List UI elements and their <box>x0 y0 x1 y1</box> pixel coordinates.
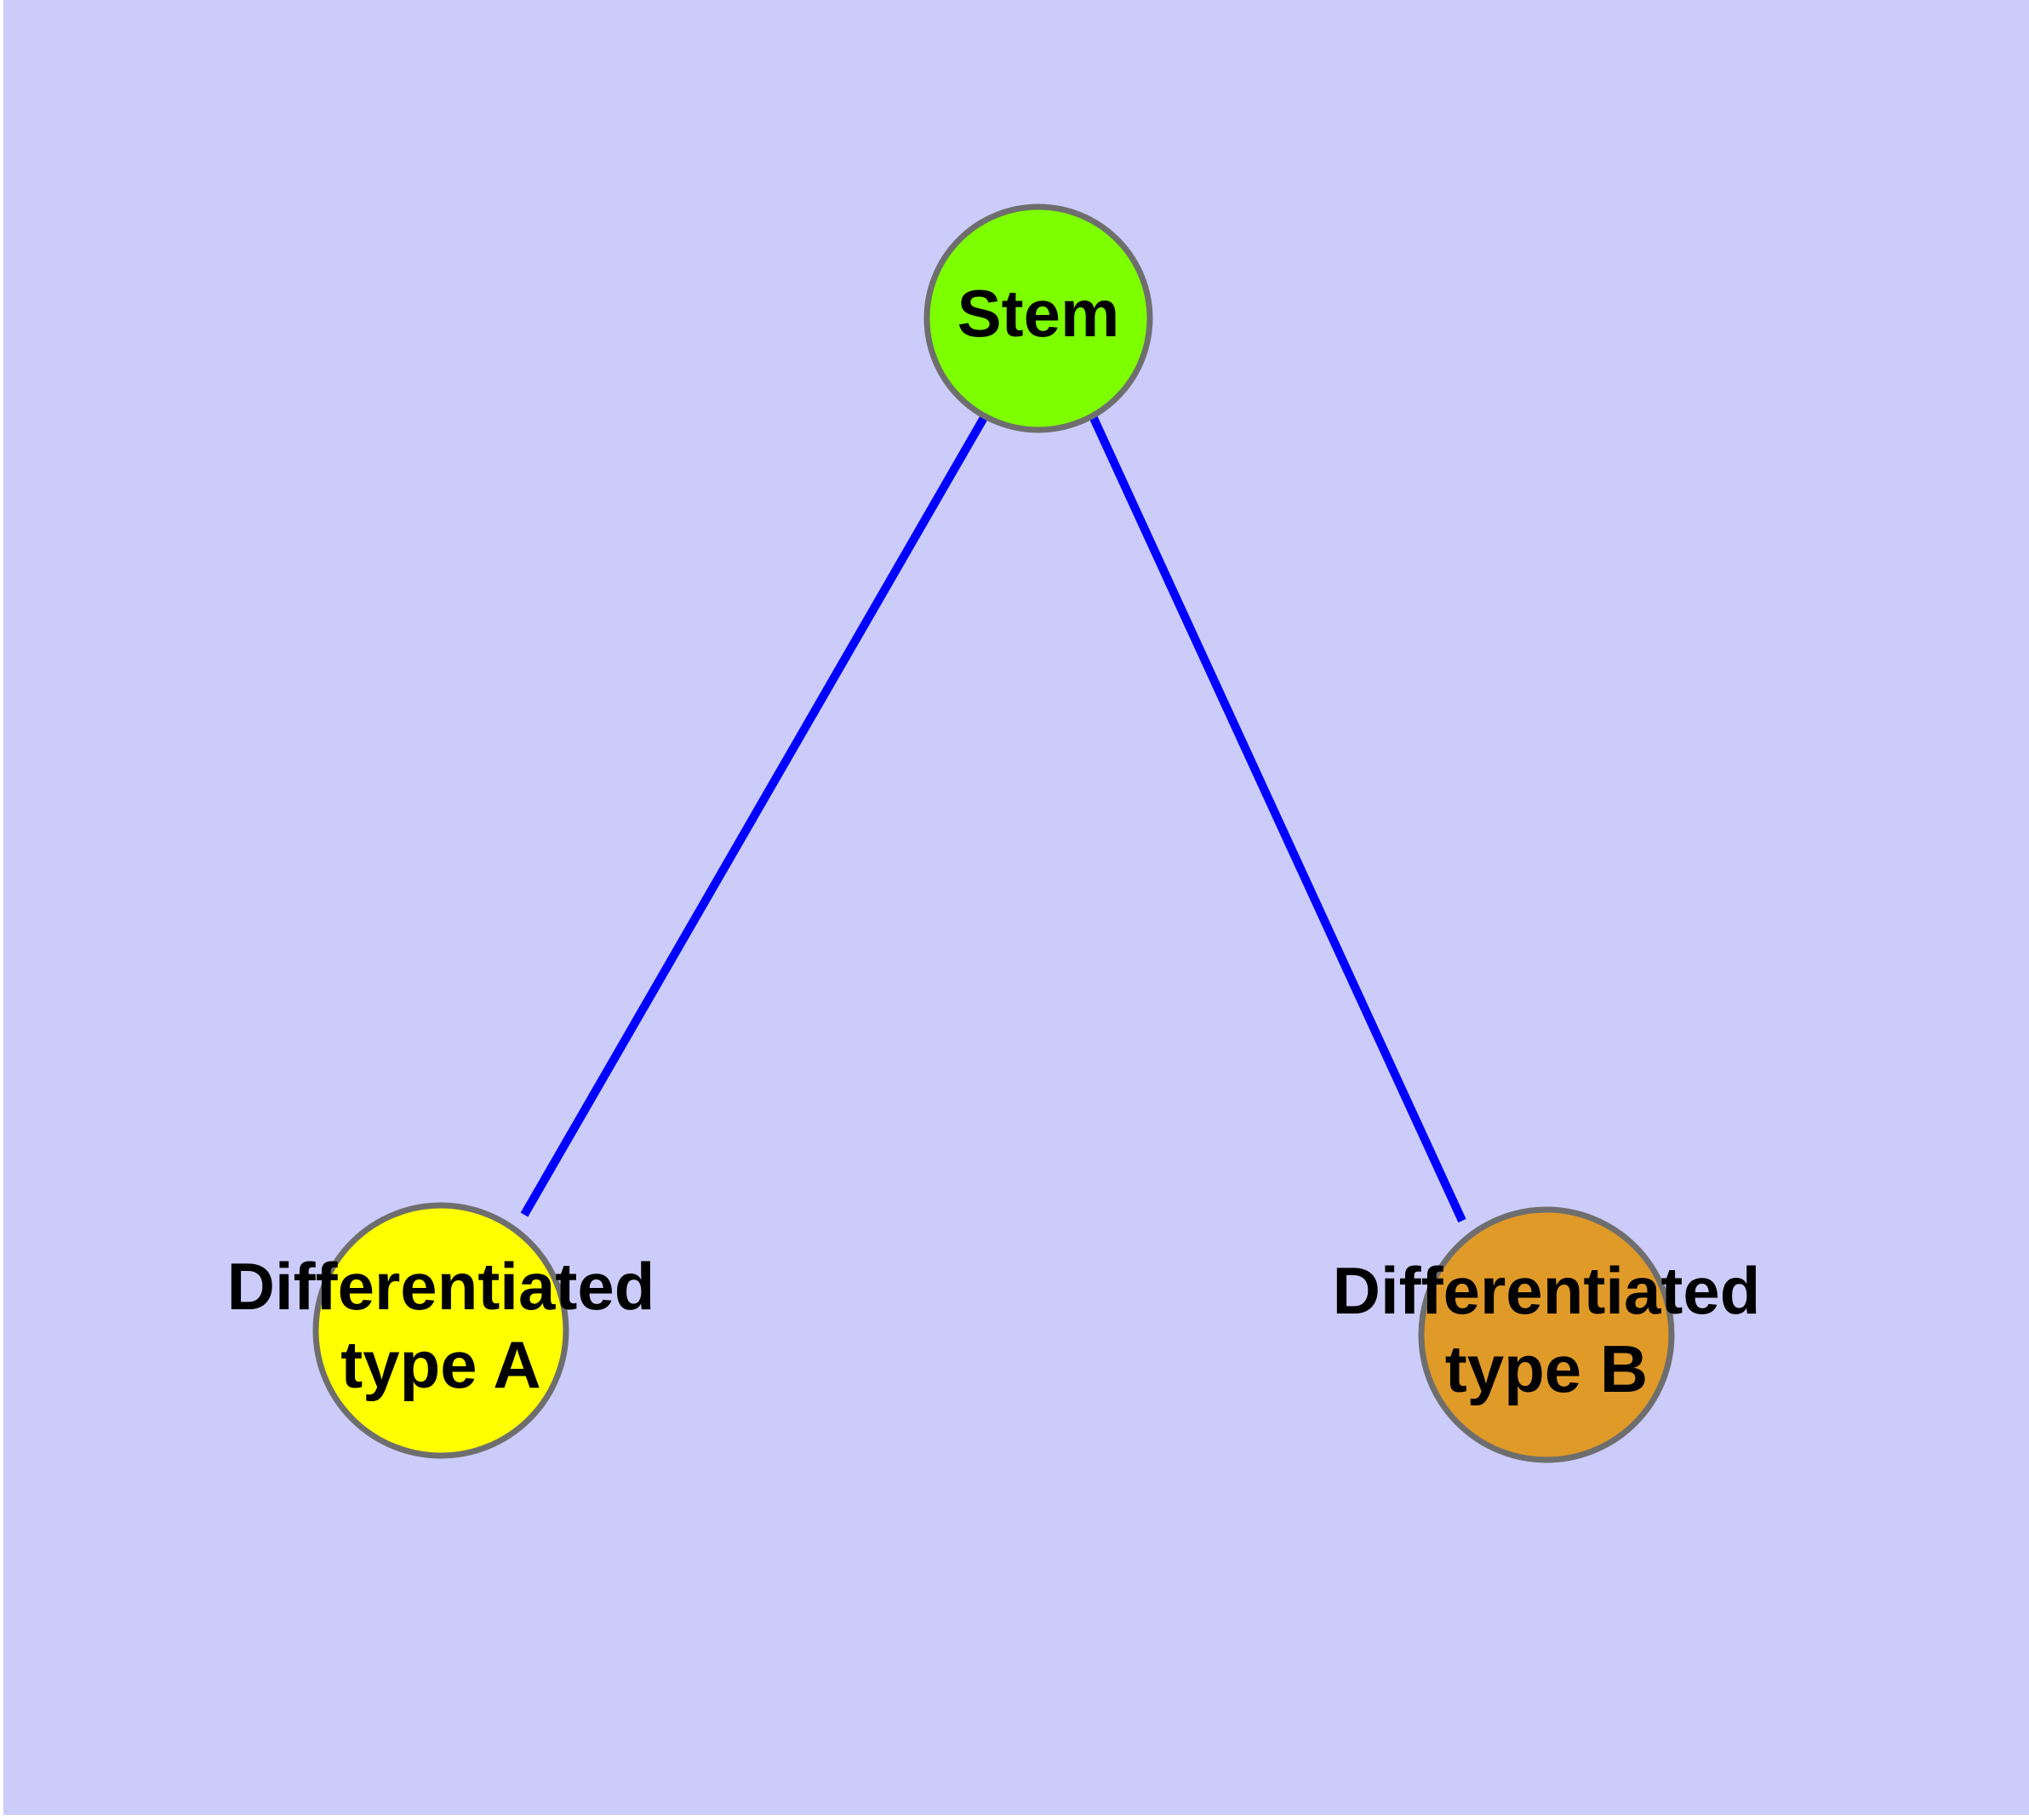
node-stem-label: Stem <box>957 276 1120 351</box>
node-stem-circle[interactable] <box>923 203 1153 433</box>
node-label-line: Differentiated <box>227 1249 655 1324</box>
edges-layer <box>520 414 1466 1223</box>
node-stem[interactable]: Stem <box>923 203 1153 433</box>
node-label-line: Differentiated <box>1333 1253 1761 1328</box>
node-label-line: type B <box>1445 1331 1648 1406</box>
node-label-line: type A <box>340 1327 541 1402</box>
edge-stem-to-differentiated-type-a[interactable] <box>520 414 989 1217</box>
edge-stem-to-differentiated-type-b[interactable] <box>1089 414 1466 1223</box>
node-differentiated-type-a-circle[interactable] <box>312 1202 569 1459</box>
node-label-line: Stem <box>957 276 1120 351</box>
node-differentiated-type-b-circle[interactable] <box>1418 1206 1675 1463</box>
